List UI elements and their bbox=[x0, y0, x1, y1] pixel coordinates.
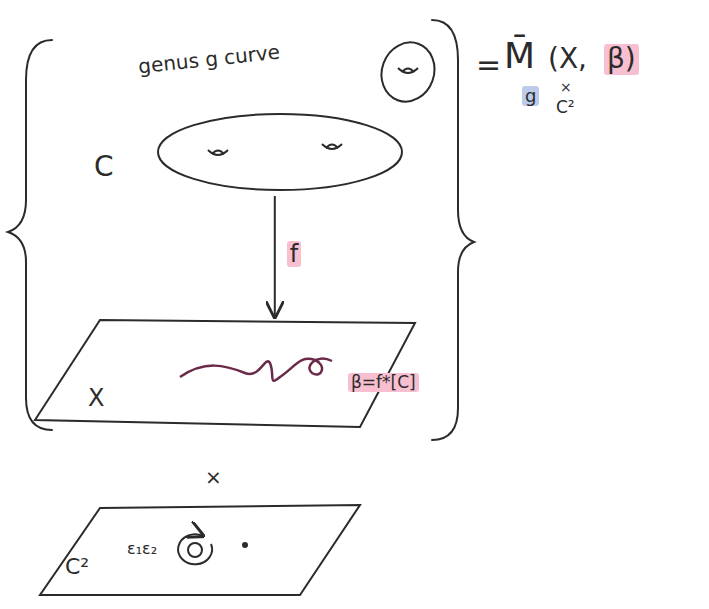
genus-subscript: g bbox=[522, 86, 539, 106]
genus-hole bbox=[322, 144, 342, 149]
genus-hole bbox=[326, 145, 338, 149]
curve-name: C bbox=[94, 152, 114, 183]
right-brace bbox=[432, 20, 474, 440]
map-arrow bbox=[274, 196, 276, 317]
factor-name: C² bbox=[556, 98, 575, 117]
rotation-arrow bbox=[178, 534, 212, 564]
plane-name: C² bbox=[65, 555, 89, 579]
genus-hole bbox=[208, 150, 228, 155]
moduli-symbol: M̄ bbox=[504, 36, 535, 76]
product-sign: × bbox=[560, 80, 572, 95]
product-sign: × bbox=[205, 466, 222, 488]
node-outline bbox=[35, 500, 365, 600]
map-name: f bbox=[287, 241, 301, 267]
curve-caption: genus g curve bbox=[137, 41, 281, 78]
image-curve bbox=[180, 359, 332, 381]
genus-hole bbox=[402, 69, 414, 73]
space-name: X bbox=[88, 385, 104, 411]
c2-plane: C² ε₁ε₂ bbox=[35, 500, 365, 600]
class-label: β=f*[C] bbox=[348, 373, 419, 392]
genus-surface bbox=[158, 114, 402, 190]
equals-sign: = bbox=[476, 48, 501, 81]
fixed-point bbox=[188, 543, 202, 557]
target-plane: Xβ=f*[C] bbox=[30, 315, 425, 430]
genus-hole bbox=[398, 68, 418, 73]
torus-weights: ε₁ε₂ bbox=[127, 540, 157, 558]
genus-hole bbox=[212, 151, 224, 155]
left-brace bbox=[8, 40, 52, 430]
point-dot bbox=[242, 542, 248, 548]
plane-outline bbox=[40, 505, 360, 595]
moduli-argument: (X, bbox=[548, 44, 587, 75]
curve-group: genus g curveC bbox=[90, 40, 420, 192]
genus-handle bbox=[373, 35, 442, 109]
moduli-class: β) bbox=[604, 44, 639, 75]
